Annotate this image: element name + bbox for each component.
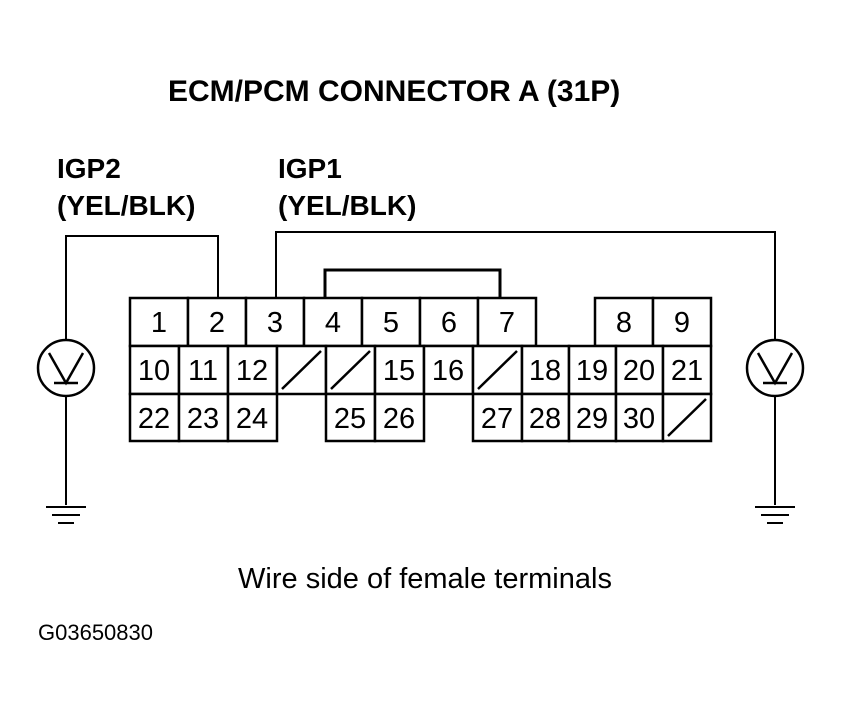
pin-label: 23: [187, 403, 219, 435]
pin-label: 20: [623, 355, 655, 387]
pin-cell: [177, 392, 230, 443]
pin-cell: [614, 392, 665, 443]
pin-label: 3: [267, 307, 283, 339]
empty-cavity-slash: [281, 350, 518, 390]
pin-label: 9: [674, 307, 690, 339]
pin-cell: [128, 344, 181, 396]
pin-label: 6: [441, 307, 457, 339]
pin-label: 4: [325, 307, 341, 339]
empty-cavity-slash: [667, 398, 707, 437]
pin-label: 11: [188, 355, 218, 387]
pin-label: 8: [616, 307, 632, 339]
pin-cell: [373, 392, 426, 443]
pin-label: 24: [236, 403, 268, 435]
left-voltmeter-icon: [36, 338, 96, 398]
pin-label: 1: [151, 307, 167, 339]
pin-cell: [567, 392, 618, 443]
pin-label: 7: [499, 307, 515, 339]
left-ground-icon: [46, 506, 86, 524]
pin-cell: [226, 344, 279, 396]
pin-row-3: 22 23 24 25 26 27 28 29 30: [128, 392, 713, 443]
pin-label: 12: [236, 355, 268, 387]
pin-label: 27: [481, 403, 513, 435]
view-caption: Wire side of female terminals: [238, 563, 612, 595]
figure-id: G03650830: [38, 620, 153, 645]
pin-cell: [177, 344, 230, 396]
connector-body: 1 2 3 4 5 6 7 8 9 10 11 12: [128, 296, 713, 443]
connector-lock-tab: [323, 268, 502, 298]
igp1-wire-color: (YEL/BLK): [278, 190, 416, 221]
pin-label: 21: [671, 355, 703, 387]
pin-label: 16: [432, 355, 464, 387]
igp2-wire-color: (YEL/BLK): [57, 190, 195, 221]
pin-row-2: 10 11 12 15 16 18 19 20 21: [128, 344, 713, 396]
pin-cell: [476, 296, 538, 348]
pin-label: 19: [576, 355, 608, 387]
pin-cell: [520, 392, 571, 443]
pin-cell: [244, 296, 306, 348]
pin-cell: [324, 392, 377, 443]
pin-label: 30: [623, 403, 655, 435]
pin-cell: [567, 344, 618, 396]
pin-label: 29: [576, 403, 608, 435]
igp1-label: IGP1: [278, 153, 342, 184]
igp2-wire: [65, 235, 219, 340]
pin-label: 18: [529, 355, 561, 387]
pin-label: 5: [383, 307, 399, 339]
pin-label: 28: [529, 403, 561, 435]
pin-label: 2: [209, 307, 225, 339]
pin-label: 25: [334, 403, 366, 435]
pin-cell: [651, 296, 713, 348]
pin-row-1: 1 2 3 4 5 6 7 8 9: [128, 296, 713, 348]
pin-label: 10: [138, 355, 170, 387]
pin-label: 22: [138, 403, 170, 435]
pin-cell: [128, 296, 190, 348]
pin-cell: [418, 296, 480, 348]
pin-label: 15: [383, 355, 415, 387]
pin-label: 26: [383, 403, 415, 435]
igp1-wire: [275, 231, 776, 340]
right-ground-icon: [755, 506, 795, 524]
right-voltmeter-icon: [745, 338, 805, 398]
igp2-label: IGP2: [57, 153, 121, 184]
diagram-title: ECM/PCM CONNECTOR A (31P): [168, 75, 620, 108]
pin-cell: [226, 392, 279, 443]
